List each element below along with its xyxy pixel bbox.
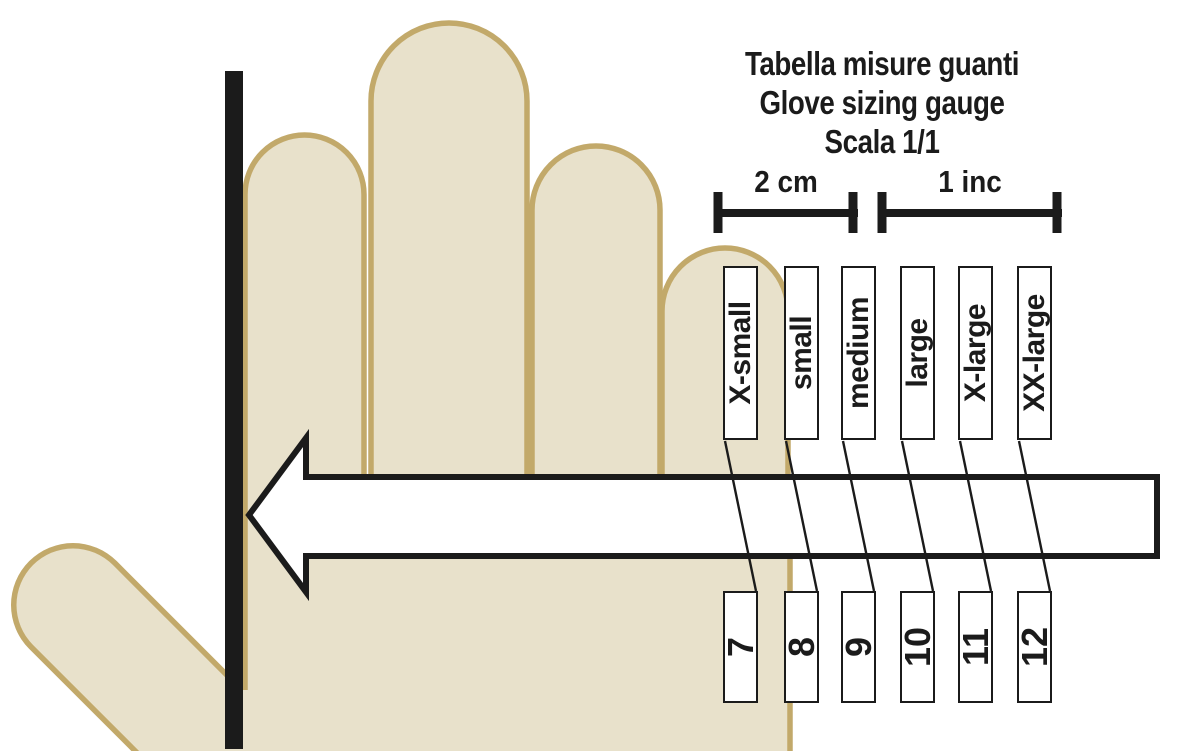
size-connector-lines (723, 440, 1052, 592)
scale-bar-inch (877, 192, 1062, 233)
size-number: 12 (1013, 626, 1055, 668)
size-label-box-xlarge: X-large (958, 266, 993, 440)
size-label-box-small: small (784, 266, 819, 440)
measuring-baseline-bar (225, 71, 243, 749)
size-label-box-xxlarge: XX-large (1017, 266, 1052, 440)
size-label-box-xsmall: X-small (723, 266, 758, 440)
size-number: 8 (780, 636, 822, 658)
size-number-box-10: 10 (897, 591, 938, 703)
thumb-shape (11, 543, 307, 751)
title-line-english: Glove sizing gauge (759, 84, 1005, 121)
size-number-box-9: 9 (838, 591, 879, 703)
size-label: X-large (958, 303, 992, 403)
size-number-box-7: 7 (720, 591, 761, 703)
size-label: small (784, 315, 818, 391)
title-line-scale: Scala 1/1 (824, 123, 940, 160)
size-number: 7 (719, 636, 761, 658)
left-arrow (245, 428, 1160, 602)
size-number-box-8: 8 (781, 591, 822, 703)
finger-middle (368, 20, 530, 520)
scale-label-inch: 1 inc (938, 164, 1002, 199)
diagram-title: Tabella misure guanti Glove sizing gauge… (714, 44, 1050, 161)
size-label-box-medium: medium (841, 266, 876, 440)
size-label: X-small (723, 301, 757, 405)
size-label: XX-large (1017, 294, 1051, 412)
size-label: large (900, 318, 934, 388)
finger-index (529, 143, 663, 520)
scale-label-cm: 2 cm (754, 164, 818, 199)
size-label-box-large: large (900, 266, 935, 440)
size-label: medium (841, 296, 875, 410)
size-number-box-11: 11 (955, 591, 996, 703)
size-number-box-12: 12 (1014, 591, 1055, 703)
size-number: 10 (896, 626, 938, 668)
title-line-italian: Tabella misure guanti (744, 45, 1020, 82)
finger-ring (242, 132, 367, 520)
scale-bar-cm (713, 192, 858, 233)
size-number: 11 (954, 627, 996, 667)
size-number: 9 (837, 636, 879, 658)
